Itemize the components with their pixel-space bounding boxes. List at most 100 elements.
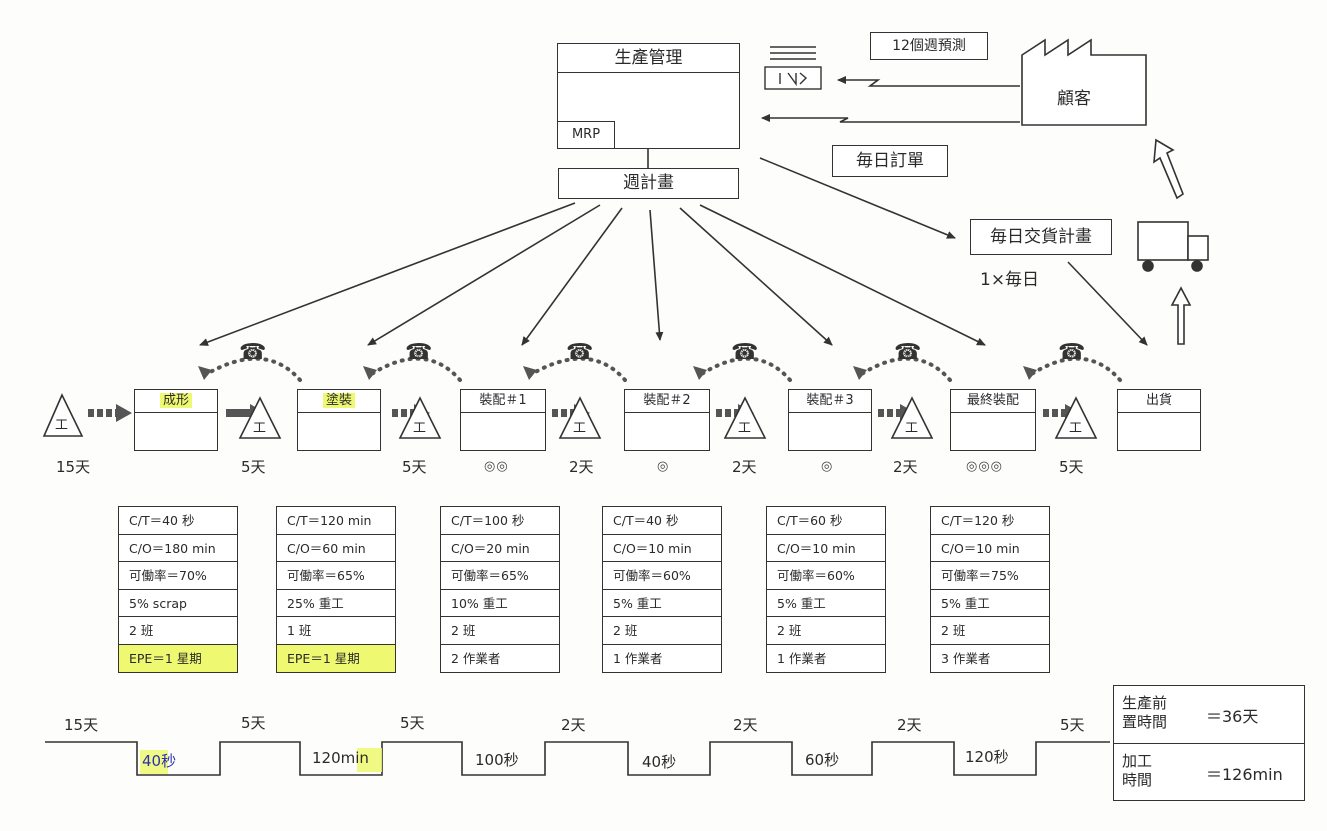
timeline-days: 2天 [897,716,922,734]
process-name: 塗裝 [322,393,355,408]
inventory-icon-label: 工 [573,421,587,436]
schedule-arrow [699,204,986,346]
schedule-arrow [521,207,623,346]
phone-icon: ☎ [1058,340,1086,365]
data-cycle-time: C/T＝60 秒 [767,507,885,535]
daily-order-label: 毎日訂單 [832,145,948,177]
data-changeover: C/O＝10 min [931,535,1049,562]
inventory-icon-label: 工 [738,421,752,436]
data-changeover: C/O＝60 min [277,535,395,562]
factory-icon [1021,38,1147,126]
process-name: 最終裝配 [951,390,1035,413]
data-scrap: 5% 重工 [603,590,721,617]
timeline-process-time: 120min [312,749,369,767]
shipping-frequency: 1×毎日 [980,270,1040,290]
data-box: C/T＝120 min C/O＝60 min 可働率＝65% 25% 重工 1 … [276,506,396,673]
schedule-arrow [679,207,833,346]
timeline-process-time: 40秒 [642,753,677,771]
data-scrap: 5% 重工 [767,590,885,617]
lead-time-value: ＝36天 [1206,707,1259,726]
data-changeover: C/O＝10 min [767,535,885,562]
production-control-box: 生產管理 MRP [557,43,740,149]
timeline-days: 5天 [1060,716,1085,734]
inventory-days: 5天 [402,458,427,476]
process-name: 成形 [159,393,192,408]
plan-arrow [1067,261,1148,346]
process-box: 裝配＃1 [460,389,546,451]
data-epe: EPE＝1 星期 [119,644,237,672]
timeline-days: 2天 [733,716,758,734]
inventory-days: 2天 [893,458,918,476]
process-box: 裝配＃3 [788,389,872,451]
inventory-days: 2天 [569,458,594,476]
data-scrap: 25% 重工 [277,590,395,617]
operator-icons: ◎◎ [484,459,509,474]
pull-arcs [203,356,1122,382]
data-operators: 2 作業者 [451,650,501,666]
process-box: 裝配＃2 [624,389,710,451]
data-uptime: 可働率＝60% [603,562,721,590]
data-cycle-time: C/T＝40 秒 [603,507,721,535]
process-time-label-1: 加工 [1122,752,1153,770]
process-box: 成形 [134,389,218,451]
data-box: C/T＝40 秒 C/O＝10 min 可働率＝60% 5% 重工 2 班 1 … [602,506,722,673]
data-shifts: 1 班 [277,617,395,645]
timeline-process-time: 60秒 [805,751,840,769]
data-scrap: 10% 重工 [441,590,559,617]
shipping-plan-box: 毎日交貨計畫 [970,219,1112,255]
timeline-days: 5天 [400,714,425,732]
shipment-arrow [1153,138,1184,200]
timeline-process-time: 40秒 [142,752,177,770]
data-changeover: C/O＝20 min [441,535,559,562]
process-box: 最終裝配 [950,389,1036,451]
lead-time-label-1: 生產前 [1122,694,1168,712]
data-shifts: 2 班 [441,617,559,645]
inbox-icon [764,46,822,90]
phone-icon: ☎ [731,340,759,365]
data-box: C/T＝100 秒 C/O＝20 min 可働率＝65% 10% 重工 2 班 … [440,506,560,673]
process-time-label-2: 時間 [1122,771,1153,789]
data-uptime: 可働率＝65% [441,562,559,590]
lead-time-label-2: 置時間 [1122,713,1168,731]
data-operators: 1 作業者 [777,650,827,666]
timeline-process-time: 120秒 [965,748,1009,766]
process-name: 出貨 [1118,390,1200,413]
data-changeover: C/O＝180 min [119,535,237,562]
data-uptime: 可働率＝75% [931,562,1049,590]
data-uptime: 可働率＝70% [119,562,237,590]
timeline-days: 15天 [64,716,99,734]
inventory-icon-label: 工 [413,421,427,436]
weekly-schedule-box: 週計畫 [558,168,739,199]
mrp-label: MRP [558,121,615,148]
data-changeover: C/O＝10 min [603,535,721,562]
phone-icon: ☎ [894,340,922,365]
truck-icon [1137,221,1209,272]
data-operators: 3 作業者 [941,650,991,666]
data-scrap: 5% scrap [119,590,237,617]
inventory-icon-label: 工 [905,421,919,436]
schedule-arrow [367,204,601,346]
data-shifts: 2 班 [767,617,885,645]
schedule-arrow [199,202,576,346]
timeline-process-time: 100秒 [475,751,519,769]
timeline-days: 5天 [241,714,266,732]
process-box: 塗裝 [297,389,381,451]
shipment-arrow [1170,286,1192,345]
operator-icons: ◎ [821,459,834,474]
daily-order-arrow [761,114,1020,123]
process-name: 裝配＃3 [789,390,871,413]
data-shifts: 2 班 [603,617,721,645]
timeline-line [45,741,1110,776]
inventory-icon-label: 工 [55,418,69,433]
operator-icons: ◎◎◎ [966,459,1004,474]
process-time-row: 加工 時間 ＝126min [1114,744,1304,800]
phone-icon: ☎ [566,340,594,365]
phone-icon: ☎ [405,340,433,365]
process-name: 裝配＃2 [625,390,709,413]
timeline-days: 2天 [561,716,586,734]
data-shifts: 2 班 [119,617,237,645]
data-box: C/T＝120 秒 C/O＝10 min 可働率＝75% 5% 重工 2 班 3… [930,506,1050,673]
process-time-value: ＝126min [1206,765,1283,784]
